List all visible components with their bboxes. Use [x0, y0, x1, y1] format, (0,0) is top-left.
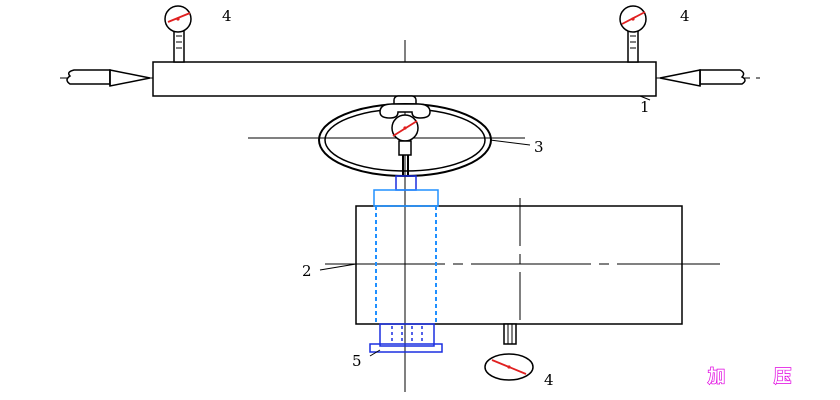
label-shaft: 1: [640, 98, 650, 116]
label-base: 5: [352, 352, 362, 370]
caption-right: 压: [774, 367, 793, 387]
dial-gauge-bottom: [484, 323, 534, 381]
label-gauge-bottom: 4: [544, 371, 554, 389]
base-plate: [369, 323, 443, 353]
leader-lines: [319, 95, 651, 357]
gauge-needle: [167, 12, 191, 23]
label-ring: 3: [534, 138, 544, 156]
shaft-body: [152, 61, 657, 97]
cylinder-block: [355, 205, 683, 325]
label-gauge-top-right: 4: [680, 7, 690, 25]
right-center-tailstock: [659, 69, 746, 87]
label-gauge-top-left: 4: [222, 7, 232, 25]
dial-gauge-top-right: [619, 5, 647, 63]
label-cylinder: 2: [302, 262, 312, 280]
dial-gauge-top-left: [164, 5, 192, 63]
left-center-tailstock: [66, 69, 151, 87]
caption-left: 加: [707, 367, 727, 387]
spindle-sleeve: [373, 175, 439, 324]
